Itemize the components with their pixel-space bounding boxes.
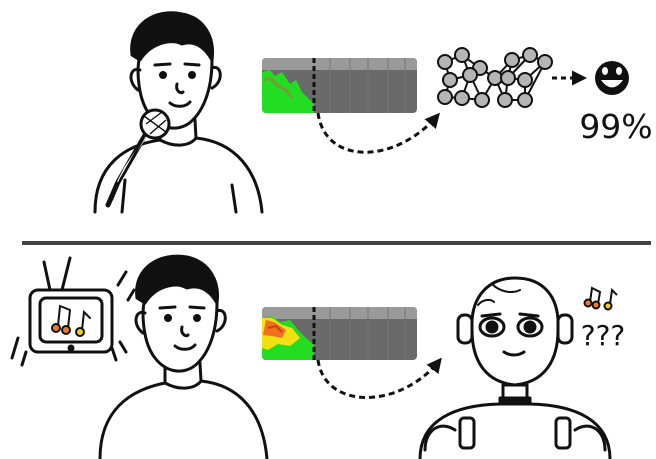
robot-icon bbox=[420, 278, 610, 459]
curved-dashed-arrow bbox=[318, 113, 438, 152]
bottom-panel: ??? bbox=[12, 256, 625, 459]
music-spectrogram bbox=[262, 307, 417, 360]
speech-spectrogram bbox=[262, 58, 417, 113]
person-listening-icon bbox=[100, 256, 267, 459]
television-playing-music-icon bbox=[12, 258, 134, 365]
neural-network-icon bbox=[438, 48, 552, 107]
curved-dashed-arrow bbox=[318, 360, 440, 398]
music-notes-icon bbox=[585, 288, 618, 310]
happy-face-icon bbox=[595, 61, 629, 95]
confidence-label: 99% bbox=[579, 107, 652, 146]
top-panel: 99% bbox=[95, 13, 653, 212]
confusion-label: ??? bbox=[581, 319, 626, 352]
